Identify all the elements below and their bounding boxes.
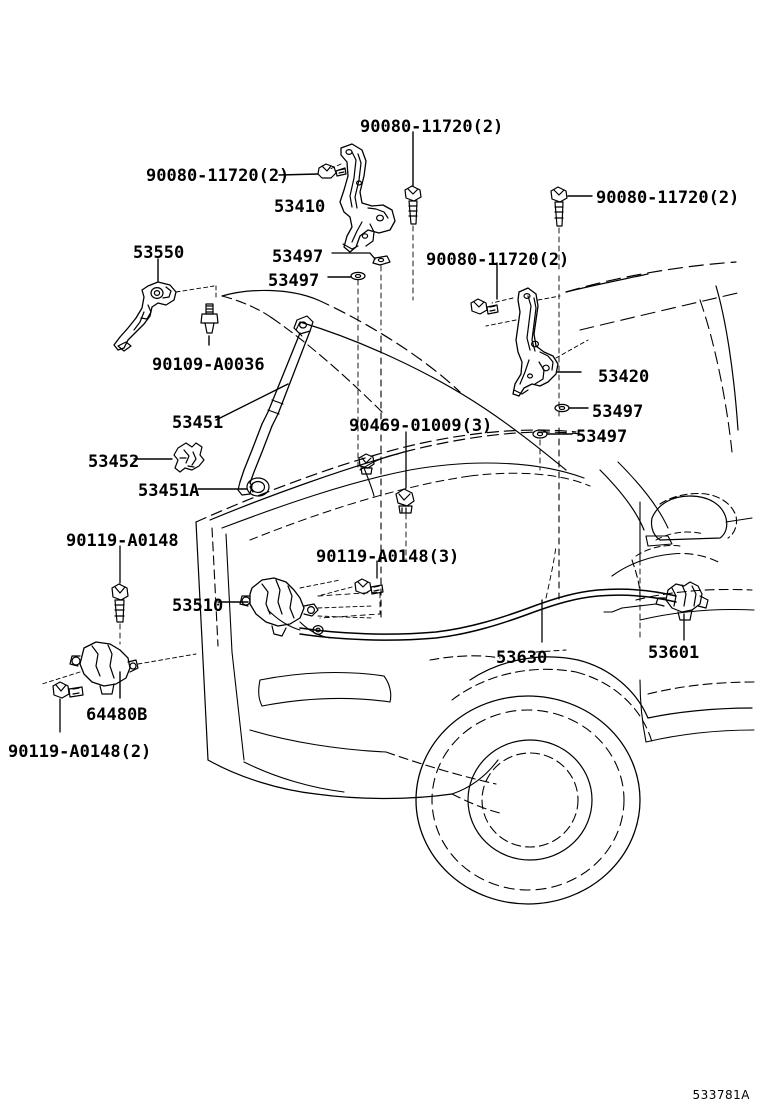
label-53452: 53452 bbox=[88, 452, 140, 472]
label-90080-11720-right: 90080-11720(2) bbox=[596, 188, 740, 208]
part-53497-washer-d bbox=[532, 429, 548, 439]
part-53420-hood-hinge-rh bbox=[512, 287, 559, 397]
part-53451A-ball-stud bbox=[246, 477, 270, 497]
label-53497-d: 53497 bbox=[576, 427, 628, 447]
fastener-90109-A0036 bbox=[200, 303, 219, 334]
label-53601: 53601 bbox=[648, 643, 700, 663]
part-53497-washer-b bbox=[350, 271, 366, 281]
label-90080-11720-top: 90080-11720(2) bbox=[360, 117, 504, 137]
part-64480B-striker-bracket bbox=[69, 641, 139, 695]
part-53601-release-lever bbox=[655, 581, 709, 621]
fastener-90080-11720-top bbox=[404, 185, 422, 225]
part-53550-rod-holder bbox=[113, 281, 177, 352]
part-90469-01009-clip-b bbox=[395, 488, 415, 514]
label-53451: 53451 bbox=[172, 413, 224, 433]
label-53510: 53510 bbox=[172, 596, 224, 616]
label-90469-01009: 90469-01009(3) bbox=[349, 416, 493, 436]
part-53451-support-stay bbox=[237, 315, 314, 496]
leader-53497-a bbox=[331, 252, 376, 260]
fastener-90119-A0148-lower bbox=[52, 681, 84, 699]
part-53452-clamp bbox=[173, 442, 205, 473]
part-53410-hood-hinge-lh bbox=[339, 143, 396, 253]
label-53630: 53630 bbox=[496, 648, 548, 668]
label-53420: 53420 bbox=[598, 367, 650, 387]
label-53497-b: 53497 bbox=[268, 271, 320, 291]
vehicle-side-mirror bbox=[639, 492, 753, 561]
label-53410: 53410 bbox=[274, 197, 326, 217]
label-90080-11720-mid: 90080-11720(2) bbox=[426, 250, 570, 270]
part-90469-01009-clip-a bbox=[358, 453, 375, 475]
diagram-code: 533781A bbox=[692, 1088, 750, 1102]
leader-90080-left bbox=[278, 173, 319, 176]
part-53497-washer-a bbox=[372, 255, 391, 266]
part-53497-washer-c bbox=[554, 403, 570, 413]
label-53550: 53550 bbox=[133, 243, 185, 263]
label-90119-A0148-left: 90119-A0148 bbox=[66, 531, 179, 551]
part-53510-hood-lock bbox=[239, 577, 319, 637]
fastener-90080-11720-mid bbox=[470, 298, 499, 315]
leader-53451 bbox=[215, 383, 289, 421]
label-90119-A0148-2: 90119-A0148(2) bbox=[8, 742, 152, 762]
vehicle-front-wheel bbox=[415, 695, 641, 905]
label-53451A: 53451A bbox=[138, 481, 200, 501]
label-53497-a: 53497 bbox=[272, 247, 324, 267]
label-90080-11720-left: 90080-11720(2) bbox=[146, 166, 290, 186]
label-64480B: 64480B bbox=[86, 705, 148, 725]
fastener-90080-11720-left bbox=[317, 163, 347, 179]
fastener-90080-11720-right bbox=[550, 186, 568, 227]
part-53630-release-cable bbox=[299, 588, 677, 641]
label-90109-A0036: 90109-A0036 bbox=[152, 355, 265, 375]
label-53497-c: 53497 bbox=[592, 402, 644, 422]
fastener-90119-A0148-3 bbox=[354, 578, 384, 595]
label-90119-A0148-3: 90119-A0148(3) bbox=[316, 547, 460, 567]
fastener-90119-A0148-upper bbox=[111, 583, 129, 623]
